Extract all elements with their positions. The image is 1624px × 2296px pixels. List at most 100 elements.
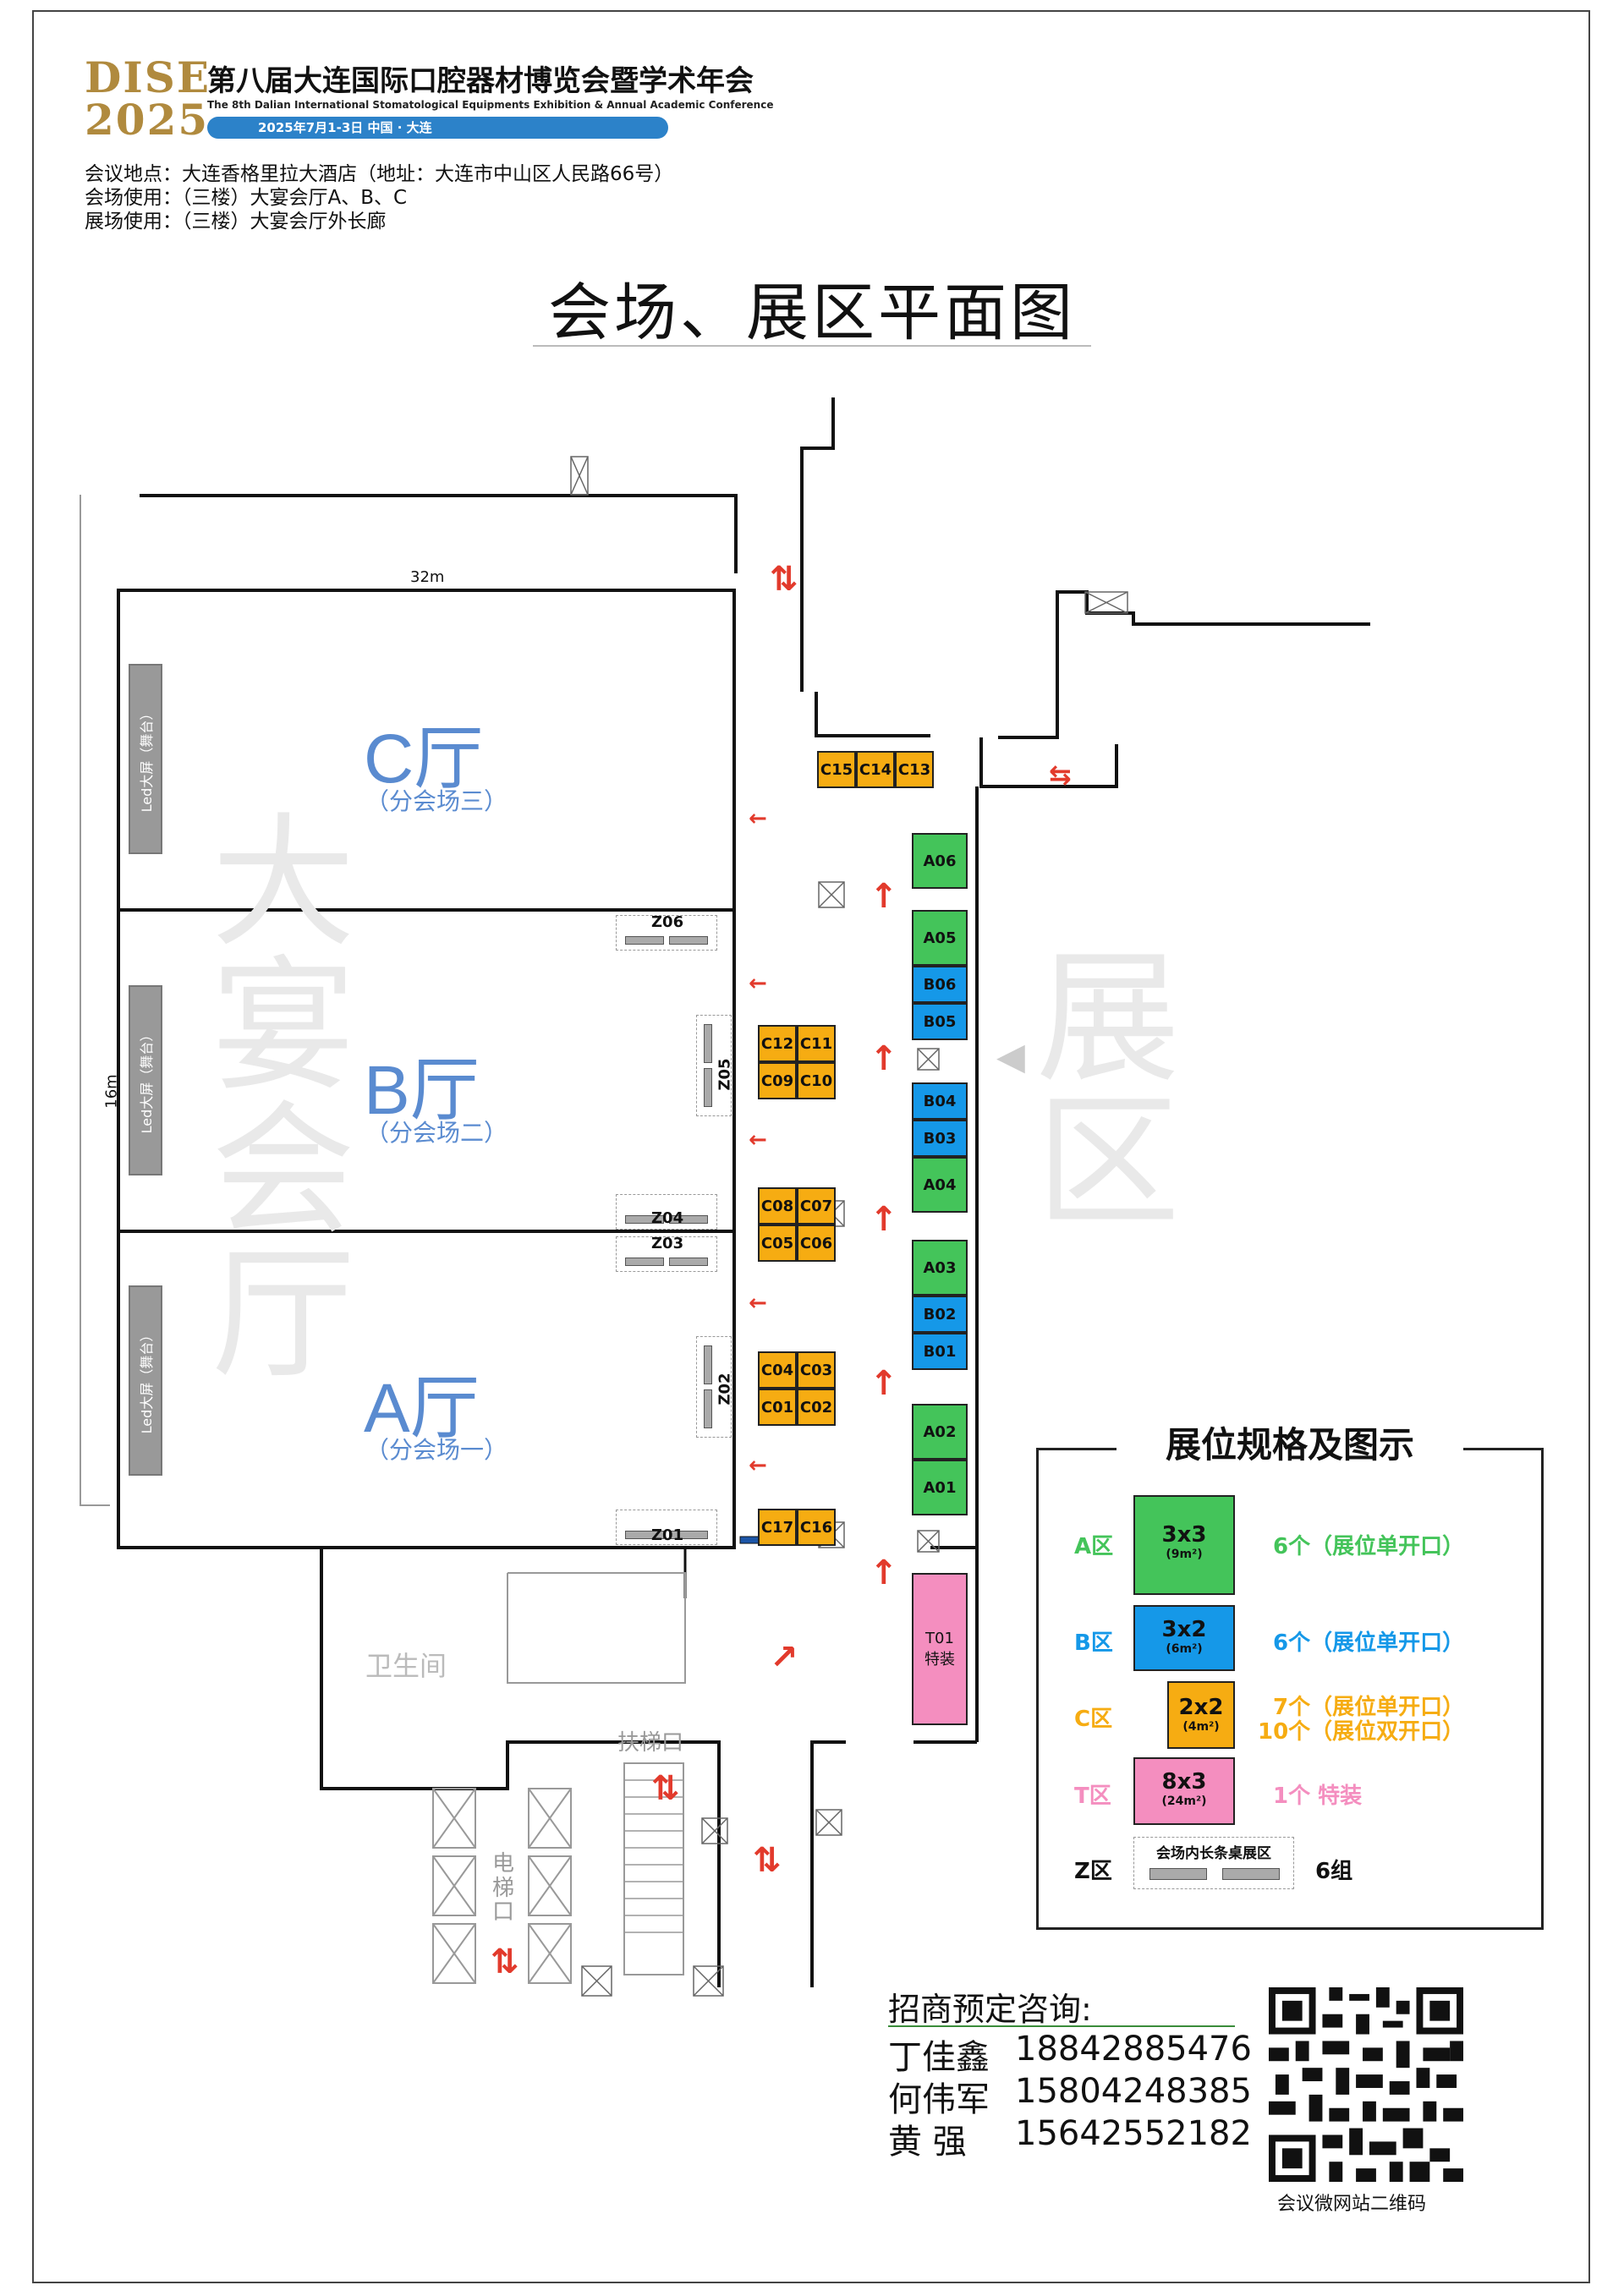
booth-b03[interactable]: B03	[912, 1120, 968, 1157]
booth-c07[interactable]: C07	[797, 1187, 836, 1225]
arrow-left-b1: ←	[749, 971, 767, 996]
booth-c01[interactable]: C01	[758, 1389, 797, 1426]
booth-c11[interactable]: C11	[797, 1025, 836, 1062]
booth-c15[interactable]: C15	[817, 751, 856, 788]
booth-a02[interactable]: A02	[912, 1404, 968, 1460]
watermark-exhibit-area: 展区	[1036, 935, 1181, 1247]
led-screen-b: Led大屏（舞台）	[129, 985, 162, 1175]
arrow-stairs: ⇅	[753, 1841, 782, 1880]
map-title: 会场、展区平面图	[548, 277, 1076, 349]
booth-c14[interactable]: C14	[856, 751, 895, 788]
legend-zone-t: T区	[1074, 1784, 1111, 1809]
z03-label: Z03	[651, 1235, 684, 1252]
hall-a-sub: （分会场一）	[365, 1436, 508, 1464]
booth-b06[interactable]: B06	[912, 966, 968, 1003]
z05-stand	[696, 1015, 732, 1116]
arrow-escalator: ⇅	[651, 1769, 680, 1808]
booth-c04[interactable]: C04	[758, 1351, 797, 1389]
booth-c03[interactable]: C03	[797, 1351, 836, 1389]
arrow-up-4: ↑	[870, 1364, 898, 1403]
booth-a05[interactable]: A05	[912, 910, 968, 966]
legend-desc-t: 1个 特装	[1273, 1784, 1363, 1809]
hall-c-sub: （分会场三）	[365, 787, 508, 815]
contact-2-name: 何伟军	[888, 2080, 990, 2119]
contact-3-phone[interactable]: 15642552182	[1015, 2114, 1252, 2153]
arrow-elevator: ⇅	[491, 1943, 519, 1981]
arrow-left-a2: ←	[749, 1453, 767, 1478]
booth-c09[interactable]: C09	[758, 1062, 797, 1099]
legend-zone-z: Z区	[1074, 1859, 1112, 1884]
arrow-up-1: ↑	[870, 877, 898, 916]
elevator-label: 电梯口	[492, 1851, 515, 1926]
booth-c16[interactable]: C16	[797, 1509, 836, 1546]
booth-c05[interactable]: C05	[758, 1225, 797, 1262]
booth-c13[interactable]: C13	[895, 751, 934, 788]
banquet-hall-outline	[117, 589, 736, 1549]
legend-zone-c: C区	[1074, 1707, 1113, 1732]
arrow-diag: ↗	[770, 1638, 798, 1677]
booth-c12[interactable]: C12	[758, 1025, 797, 1062]
booth-a06[interactable]: A06	[912, 833, 968, 889]
logo-year: 2025	[85, 95, 210, 145]
booth-c02[interactable]: C02	[797, 1389, 836, 1426]
booth-b05[interactable]: B05	[912, 1003, 968, 1040]
dim-height-label: 16m	[102, 1074, 121, 1109]
booth-a03[interactable]: A03	[912, 1240, 968, 1296]
booth-c06[interactable]: C06	[797, 1225, 836, 1262]
z01-stand	[616, 1510, 717, 1545]
booth-a01[interactable]: A01	[912, 1460, 968, 1515]
legend-desc-z: 6组	[1315, 1859, 1353, 1884]
z03-stand	[616, 1236, 717, 1272]
contact-1-phone[interactable]: 18842885476	[1015, 2030, 1252, 2069]
booth-a04[interactable]: A04	[912, 1157, 968, 1213]
z01-label: Z01	[651, 1526, 684, 1544]
contact-1-name: 丁佳鑫	[888, 2038, 990, 2077]
booth-b01[interactable]: B01	[912, 1333, 968, 1370]
legend-zone-a: A区	[1074, 1534, 1114, 1559]
escalator	[623, 1762, 684, 1975]
event-title-en: The 8th Dalian International Stomatologi…	[207, 99, 774, 111]
legend-box-t: 8x3(24m²)	[1133, 1757, 1235, 1825]
booth-b02[interactable]: B02	[912, 1296, 968, 1333]
restroom-label: 卫生间	[365, 1650, 447, 1682]
south-wall-west	[320, 1548, 721, 1987]
qr-caption: 会议微网站二维码	[1277, 2194, 1427, 2215]
north-wall	[140, 494, 738, 573]
z05-label: Z05	[716, 1058, 734, 1091]
corridor-wall-north	[800, 397, 835, 692]
z06-label: Z06	[651, 913, 684, 931]
arrow-up-2: ↑	[870, 1039, 898, 1078]
booth-c08[interactable]: C08	[758, 1187, 797, 1225]
legend-title: 展位规格及图示	[1116, 1417, 1463, 1468]
hall-b-name: B厅	[364, 1052, 480, 1129]
arrow-left-b2: ←	[749, 1127, 767, 1153]
z02-stand	[696, 1336, 732, 1438]
arrow-updown-north: ⇅	[770, 560, 798, 599]
contact-2-phone[interactable]: 15804248385	[1015, 2072, 1252, 2111]
legend-desc-b: 6个（展位单开口）	[1273, 1630, 1465, 1656]
east-wall-north	[998, 590, 1370, 739]
booth-c17[interactable]: C17	[758, 1509, 797, 1546]
hall-a-name: A厅	[364, 1370, 480, 1447]
date-banner: 2025年7月1-3日 中国 · 大连	[207, 117, 668, 139]
dim-width-label: 32m	[410, 568, 445, 586]
arrow-exhibit-pointer: ◀	[996, 1035, 1025, 1078]
arrow-left-a1: ←	[749, 1290, 767, 1316]
escalator-label: 扶梯口	[617, 1730, 684, 1756]
conference-area-info: 会场使用：（三楼）大宴会厅A、B、C	[85, 187, 408, 209]
contact-title: 招商预定咨询:	[888, 1991, 1092, 2028]
legend-box-c: 2x2(4m²)	[1167, 1681, 1235, 1749]
led-screen-a: Led大屏（舞台）	[129, 1285, 162, 1476]
legend-box-a: 3x3(9m²)	[1133, 1495, 1235, 1595]
booth-b04[interactable]: B04	[912, 1082, 968, 1120]
led-screen-c: Led大屏（舞台）	[129, 664, 162, 854]
booth-t01[interactable]: T01 特装	[912, 1573, 968, 1725]
z04-label: Z04	[651, 1209, 684, 1227]
qr-code-icon[interactable]	[1269, 1987, 1463, 2182]
legend-desc-c2: 10个（展位双开口）	[1258, 1719, 1465, 1745]
booth-c10[interactable]: C10	[797, 1062, 836, 1099]
exhibition-area-info: 展场使用：（三楼）大宴会厅外长廊	[85, 211, 387, 233]
event-title: 第八届大连国际口腔器材博览会暨学术年会	[207, 64, 754, 98]
arrow-up-3: ↑	[870, 1200, 898, 1239]
